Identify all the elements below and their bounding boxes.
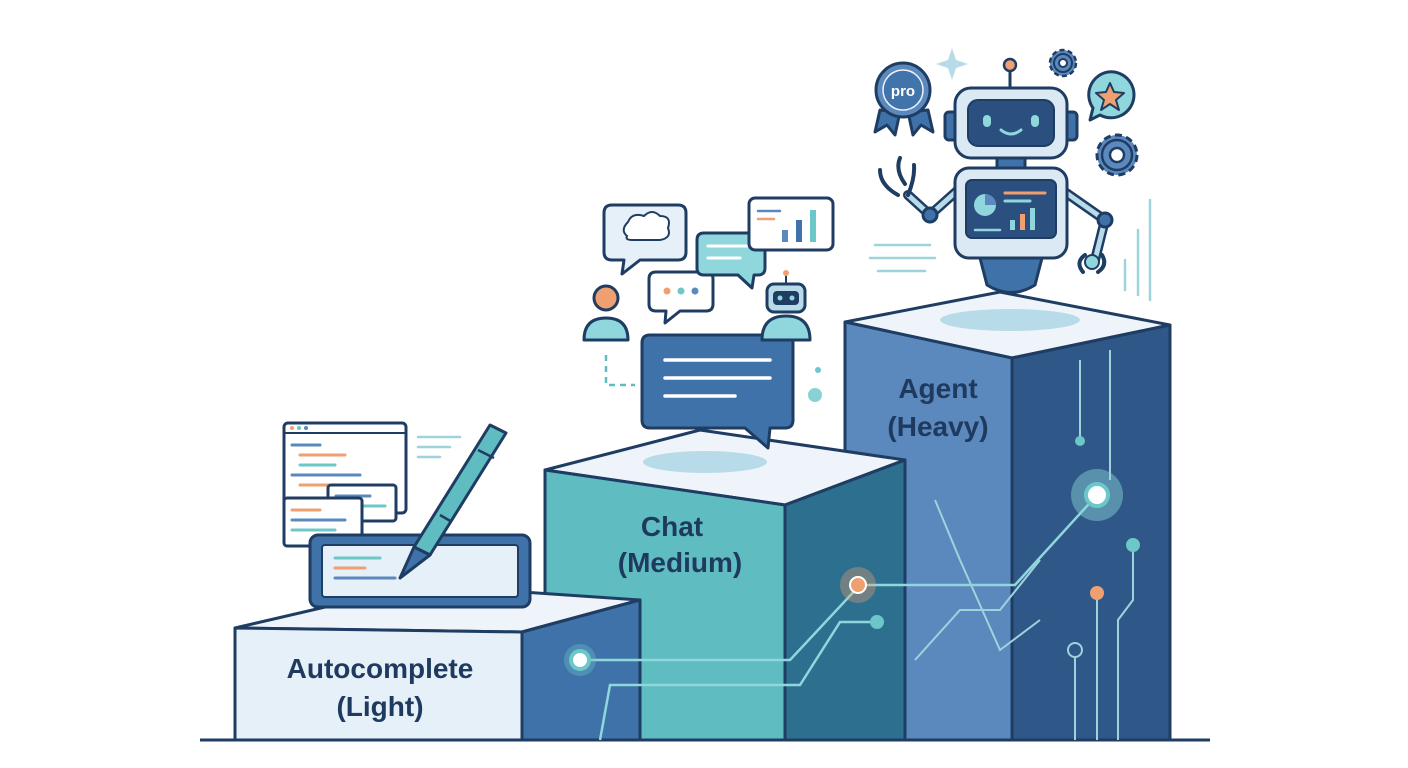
autocomplete-label-line1: Autocomplete [287, 653, 474, 684]
thought-bubble-icon [602, 203, 688, 276]
agent-block-side [1010, 323, 1172, 742]
chat-pedestal-glow [643, 451, 767, 473]
speed-lines-icon [868, 198, 1152, 302]
star-bubble-icon [1087, 70, 1136, 122]
agent-circuit-node [1067, 642, 1083, 658]
pro-badge-text: pro [891, 83, 915, 100]
circuit-node [1084, 482, 1110, 508]
dashed-connector [604, 355, 635, 387]
sparkle-dot [808, 388, 822, 402]
stylus-pen-icon [398, 423, 508, 580]
agent-circuit-node [1090, 586, 1104, 600]
agent-label-line2: (Heavy) [887, 411, 988, 442]
main-chat-bubble-icon [640, 333, 795, 450]
pro-award-badge-icon: pro [873, 61, 935, 137]
chat-label-line2: (Medium) [618, 547, 742, 578]
sparkle-dot [815, 367, 821, 373]
gear-icon [1048, 48, 1078, 78]
bar-chart-bubble-icon [747, 196, 835, 252]
tablet-icon [308, 533, 532, 609]
agent-label-line1: Agent [898, 373, 977, 404]
agent-circuit-node [1126, 538, 1140, 552]
motion-lines-icon [416, 435, 462, 459]
circuit-node [569, 649, 591, 671]
sparkle-icon [936, 48, 968, 80]
autocomplete-block-front [233, 626, 524, 742]
dots-chat-bubble-icon [647, 270, 715, 325]
user-avatar-icon [582, 284, 630, 342]
circuit-node [849, 576, 867, 594]
agent-circuit [914, 350, 1134, 740]
small-robot-icon [760, 270, 812, 342]
chat-label-line1: Chat [641, 511, 703, 542]
gear-icon [1095, 133, 1139, 177]
circuit-node [870, 615, 884, 629]
agent-pedestal-glow [940, 309, 1080, 331]
agent-robot-icon [878, 57, 1114, 294]
autocomplete-label-line2: (Light) [336, 691, 423, 722]
agent-circuit-node [1075, 436, 1085, 446]
